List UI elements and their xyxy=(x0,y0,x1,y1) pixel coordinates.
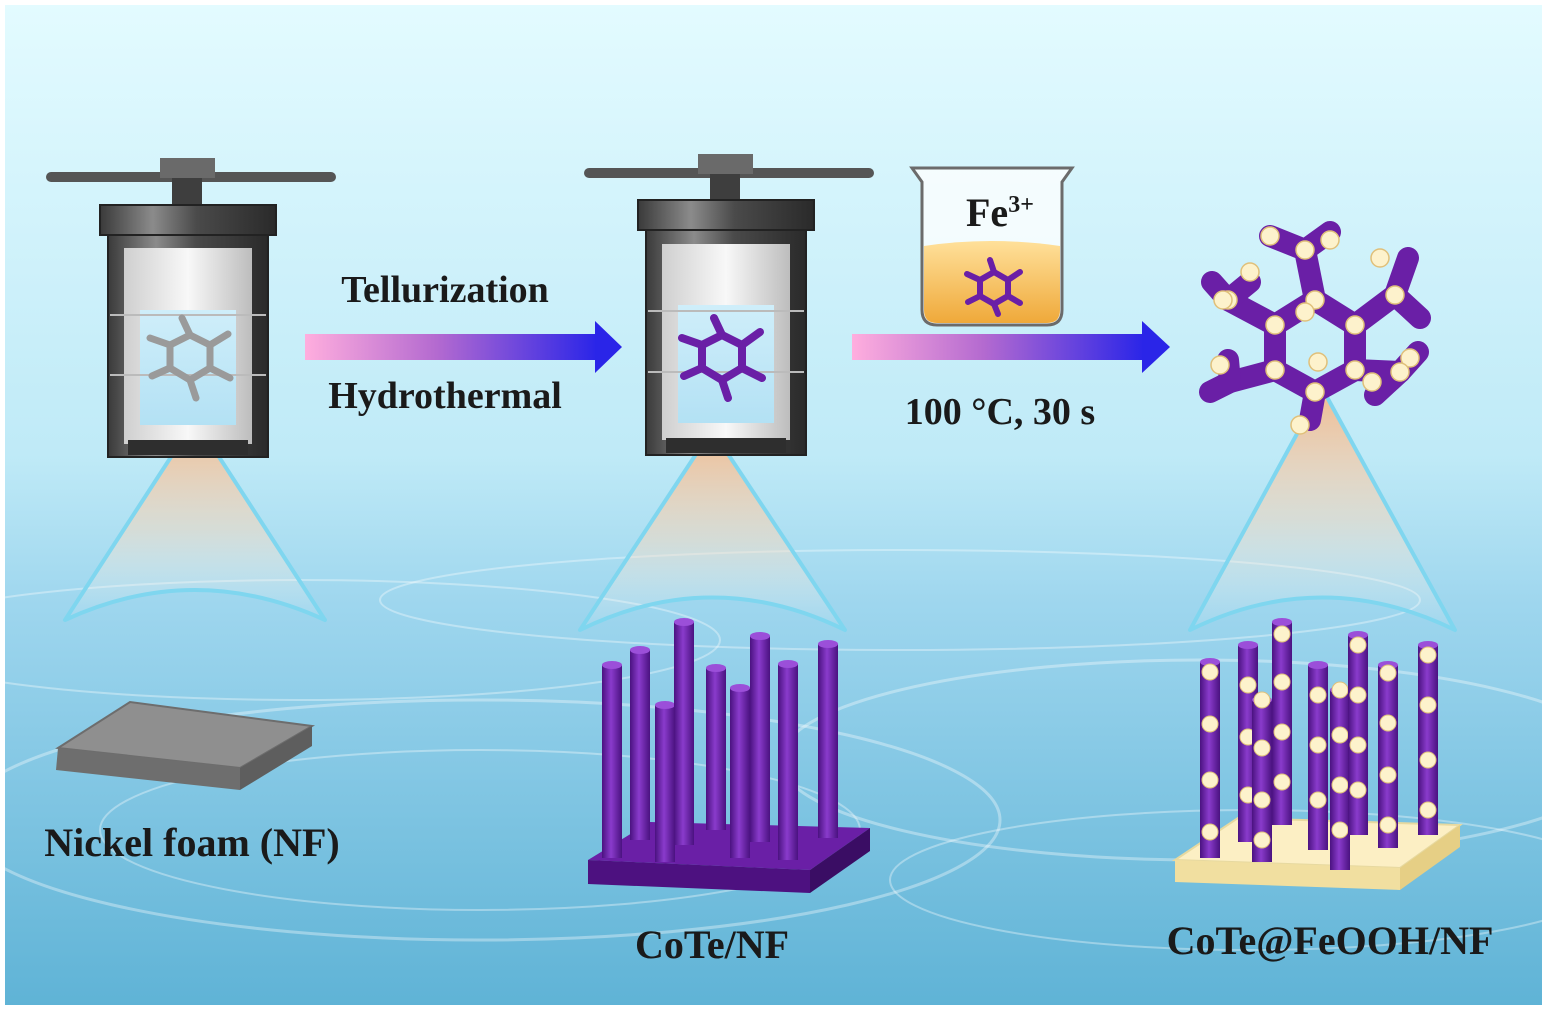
feooh-dot xyxy=(1253,739,1271,757)
cote-nanorod xyxy=(674,618,694,845)
zoom-cone-1 xyxy=(63,418,327,622)
cote-particle-in-beaker xyxy=(964,257,1023,317)
feooh-dot xyxy=(1419,801,1437,819)
feooh-dot xyxy=(1345,360,1365,380)
arrow-step-2 xyxy=(852,321,1170,373)
feooh-dot xyxy=(1239,676,1257,694)
feooh-dot xyxy=(1349,686,1367,704)
feooh-dot xyxy=(1309,686,1327,704)
frame xyxy=(3,3,1544,1007)
feooh-dot xyxy=(1362,372,1382,392)
feooh-dot xyxy=(1273,625,1291,643)
fe-charge: 3+ xyxy=(1008,192,1034,218)
label-fe-ion: Fe3+ xyxy=(966,190,1034,235)
feooh-dot xyxy=(1273,723,1291,741)
feooh-dot xyxy=(1308,352,1328,372)
cote-feooh-particle xyxy=(1199,221,1431,435)
feooh-dot xyxy=(1260,226,1280,246)
feooh-dot xyxy=(1370,248,1390,268)
cote-feooh-nanorod xyxy=(1348,631,1368,835)
zoom-cone-3 xyxy=(1188,386,1457,632)
feooh-dot xyxy=(1400,348,1420,368)
feooh-dot xyxy=(1210,355,1230,375)
feooh-dot xyxy=(1309,791,1327,809)
feooh-dot xyxy=(1201,771,1219,789)
cote-feooh-nanorod xyxy=(1200,658,1220,858)
cote-nanorod xyxy=(706,664,726,830)
label-hydrothermal: Hydrothermal xyxy=(328,375,562,417)
label-cote-nf: CoTe/NF xyxy=(635,922,789,967)
feooh-dot xyxy=(1320,230,1340,250)
cote-feooh-nanorod xyxy=(1272,618,1292,825)
cote-feooh-nanorod-array xyxy=(1171,618,1463,890)
beaker xyxy=(909,166,1075,327)
feooh-dot xyxy=(1213,290,1233,310)
cote-nanorod xyxy=(750,632,770,842)
feooh-dot xyxy=(1305,382,1325,402)
cote-nanorod xyxy=(730,684,750,858)
feooh-dot xyxy=(1201,663,1219,681)
cote-feooh-nanorod xyxy=(1418,641,1438,835)
label-tellurization: Tellurization xyxy=(341,269,549,311)
cote-feooh-nanorod xyxy=(1308,661,1328,850)
feooh-dot xyxy=(1331,821,1349,839)
label-condition: 100 °C, 30 s xyxy=(905,391,1095,433)
feooh-dot xyxy=(1349,736,1367,754)
label-cote-feooh-nf: CoTe@FeOOH/NF xyxy=(1167,918,1494,963)
feooh-dot xyxy=(1390,362,1410,382)
arrow-step-1 xyxy=(305,321,622,373)
autoclave-2 xyxy=(584,154,874,456)
feooh-dot xyxy=(1331,726,1349,744)
autoclave-1 xyxy=(46,158,336,458)
feooh-dot xyxy=(1331,681,1349,699)
feooh-dot xyxy=(1253,691,1271,709)
feooh-dot xyxy=(1201,823,1219,841)
feooh-dot xyxy=(1379,714,1397,732)
cote-nanorod xyxy=(630,646,650,840)
feooh-dot xyxy=(1349,636,1367,654)
cote-feooh-nanorod xyxy=(1252,691,1272,862)
feooh-dot xyxy=(1295,302,1315,322)
nickel-foam-slab xyxy=(55,700,316,790)
feooh-dot xyxy=(1253,791,1271,809)
feooh-dot xyxy=(1349,781,1367,799)
feooh-dot xyxy=(1273,773,1291,791)
feooh-dot xyxy=(1309,736,1327,754)
nickel-foam-particle xyxy=(146,314,234,402)
feooh-dot xyxy=(1290,415,1310,435)
cote-nanorod xyxy=(655,701,675,862)
cote-nanorod xyxy=(602,661,622,858)
feooh-dot xyxy=(1331,776,1349,794)
feooh-dot xyxy=(1201,715,1219,733)
feooh-dot xyxy=(1265,360,1285,380)
cote-particle-in-autoclave xyxy=(678,314,766,402)
feooh-dot xyxy=(1379,816,1397,834)
feooh-dot xyxy=(1379,766,1397,784)
feooh-dot xyxy=(1240,262,1260,282)
feooh-dot xyxy=(1419,646,1437,664)
cote-feooh-nanorod xyxy=(1330,681,1350,870)
cote-feooh-nanorod xyxy=(1378,661,1398,848)
feooh-dot xyxy=(1379,664,1397,682)
feooh-dot xyxy=(1419,751,1437,769)
fe-symbol: Fe xyxy=(966,190,1008,235)
feooh-dot xyxy=(1345,315,1365,335)
feooh-dot xyxy=(1253,831,1271,849)
cote-nanorod-array xyxy=(588,618,870,893)
feooh-dot xyxy=(1419,696,1437,714)
feooh-dot xyxy=(1273,673,1291,691)
cote-nanorod xyxy=(818,640,838,838)
zoom-cone-2 xyxy=(578,428,847,632)
label-nickel-foam: Nickel foam (NF) xyxy=(44,820,339,865)
feooh-dot xyxy=(1265,315,1285,335)
cote-nanorod xyxy=(778,660,798,860)
feooh-dot xyxy=(1385,285,1405,305)
feooh-dot xyxy=(1295,240,1315,260)
